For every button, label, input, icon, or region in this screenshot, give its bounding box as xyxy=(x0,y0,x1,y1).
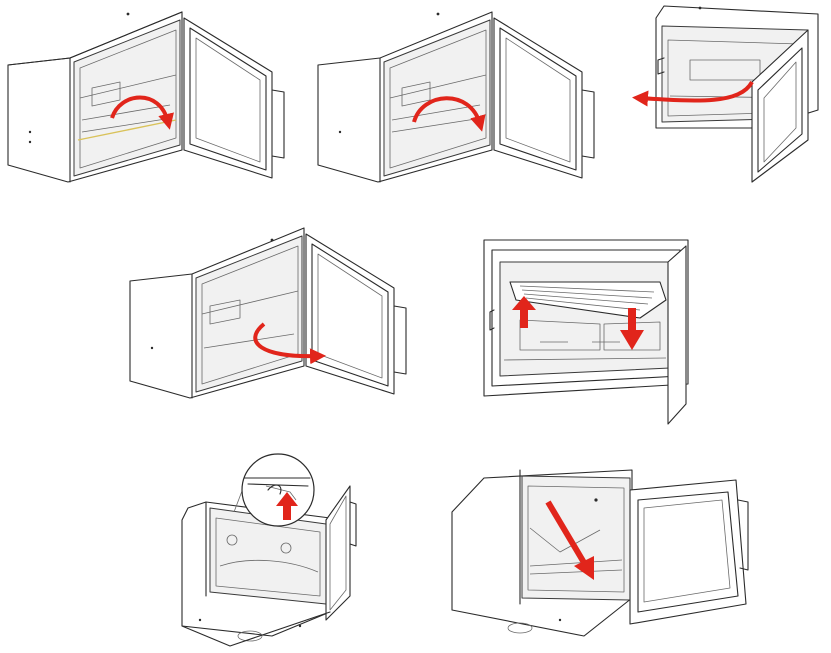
step-2-arrow xyxy=(412,96,486,132)
step-3-arrow xyxy=(632,80,754,107)
step-4-arrow xyxy=(253,322,326,365)
step-7-arrow-head xyxy=(574,556,594,580)
step-5-illustration xyxy=(483,239,689,425)
step-5-up-arrow-head xyxy=(512,296,536,310)
step-6-arrow-head xyxy=(276,492,298,506)
detail-magnifier xyxy=(241,453,315,527)
step-7-arrow-shaft xyxy=(545,500,589,568)
step-2-illustration xyxy=(317,11,595,183)
step-1-illustration xyxy=(7,11,285,183)
step-1-arrow xyxy=(110,95,174,130)
step-6-illustration xyxy=(181,453,357,647)
step-7-illustration xyxy=(451,469,749,637)
step-6-arrow-shaft xyxy=(283,504,291,520)
step-5-down-arrow-shaft xyxy=(628,308,636,332)
step-3-illustration xyxy=(632,5,819,183)
step-5-up-arrow-shaft xyxy=(520,306,528,328)
step-4-illustration xyxy=(129,227,407,399)
step-5-down-arrow-head xyxy=(620,330,644,350)
